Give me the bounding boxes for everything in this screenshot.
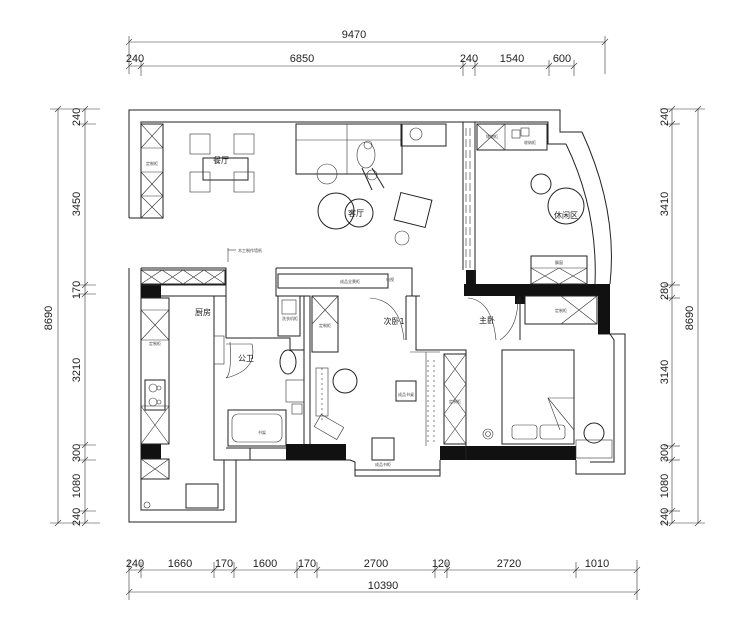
annotation-cabinet-top: 收纳柜 <box>524 139 536 145</box>
annotation-wardrobe-4: 定制柜 <box>449 398 461 404</box>
right-dim-2: 3410 <box>659 192 671 216</box>
annotation-tv: 电视 <box>386 276 394 282</box>
person-figure <box>356 140 385 191</box>
annotation-shelf: 书架 <box>258 429 266 435</box>
room-label-living: 客厅 <box>348 208 364 218</box>
annotation-bookcase: 成品书柜 <box>375 461 391 467</box>
right-dim-3: 280 <box>659 282 671 300</box>
furniture <box>143 123 613 509</box>
room-label-bedroom2: 次卧1 <box>383 316 404 326</box>
bottom-dim-5: 170 <box>298 558 316 570</box>
bottom-dim-2: 1660 <box>168 558 192 570</box>
annotation-wood-ceiling: 木工制作墙纸 <box>238 247 262 253</box>
right-dim-6: 1080 <box>659 474 671 498</box>
right-dim-7: 240 <box>659 508 671 526</box>
right-dim-1: 240 <box>659 108 671 126</box>
bottom-dim-3: 170 <box>215 558 233 570</box>
bottom-dim-9: 1010 <box>585 558 609 570</box>
bottom-dimension-lines <box>125 560 641 600</box>
annotation-bay-seat: 飘窗 <box>555 259 563 265</box>
room-label-master: 主卧 <box>479 315 495 325</box>
top-dim-2: 6850 <box>290 53 314 65</box>
right-dim-5: 300 <box>659 444 671 462</box>
solid-walls <box>141 270 610 460</box>
cabinets <box>140 123 598 480</box>
annotation-wardrobe-3: 定制柜 <box>319 322 331 328</box>
left-dim-4: 3210 <box>71 358 83 382</box>
left-dim-7: 240 <box>71 508 83 526</box>
bottom-dim-4: 1600 <box>253 558 277 570</box>
top-dim-5: 600 <box>553 53 571 65</box>
annotation-wardrobe-2: 定制柜 <box>149 340 161 346</box>
top-dim-4: 1540 <box>500 53 524 65</box>
bottom-dim-7: 120 <box>432 558 450 570</box>
annotation-desk: 成品书桌 <box>398 391 414 397</box>
annotation-wardrobe-master: 定制柜 <box>555 307 567 313</box>
bottom-dim-1: 240 <box>126 558 144 570</box>
room-label-bathroom: 公卫 <box>238 354 254 363</box>
top-total-dimension: 9470 <box>342 29 366 41</box>
top-dim-3: 240 <box>460 53 478 65</box>
bottom-total-dimension: 10390 <box>368 580 399 592</box>
annotation-display-cabinet: 成品全景柜 <box>340 278 360 284</box>
annotation-wash: 洗衣机柜 <box>282 315 298 321</box>
left-dim-6: 1080 <box>71 474 83 498</box>
bottom-dim-8: 2720 <box>497 558 521 570</box>
top-dimension-lines <box>125 36 609 76</box>
left-dim-5: 300 <box>71 444 83 462</box>
annotation-storage: 储物柜 <box>486 133 498 139</box>
right-total-dimension: 8690 <box>684 306 696 330</box>
left-dim-2: 3450 <box>71 192 83 216</box>
left-dimension-lines <box>50 105 100 527</box>
left-dim-1: 240 <box>71 108 83 126</box>
room-label-dining: 餐厅 <box>213 156 229 165</box>
left-total-dimension: 8690 <box>43 306 55 330</box>
right-dim-4: 3140 <box>659 360 671 384</box>
room-label-kitchen: 厨房 <box>195 307 211 317</box>
annotation-wardrobe-1: 定制柜 <box>146 160 158 166</box>
top-dim-1: 240 <box>126 53 144 65</box>
left-dim-3: 170 <box>71 281 83 299</box>
bottom-dim-6: 2700 <box>364 558 388 570</box>
room-label-leisure: 休闲区 <box>554 210 578 220</box>
right-dimension-lines <box>660 105 705 527</box>
